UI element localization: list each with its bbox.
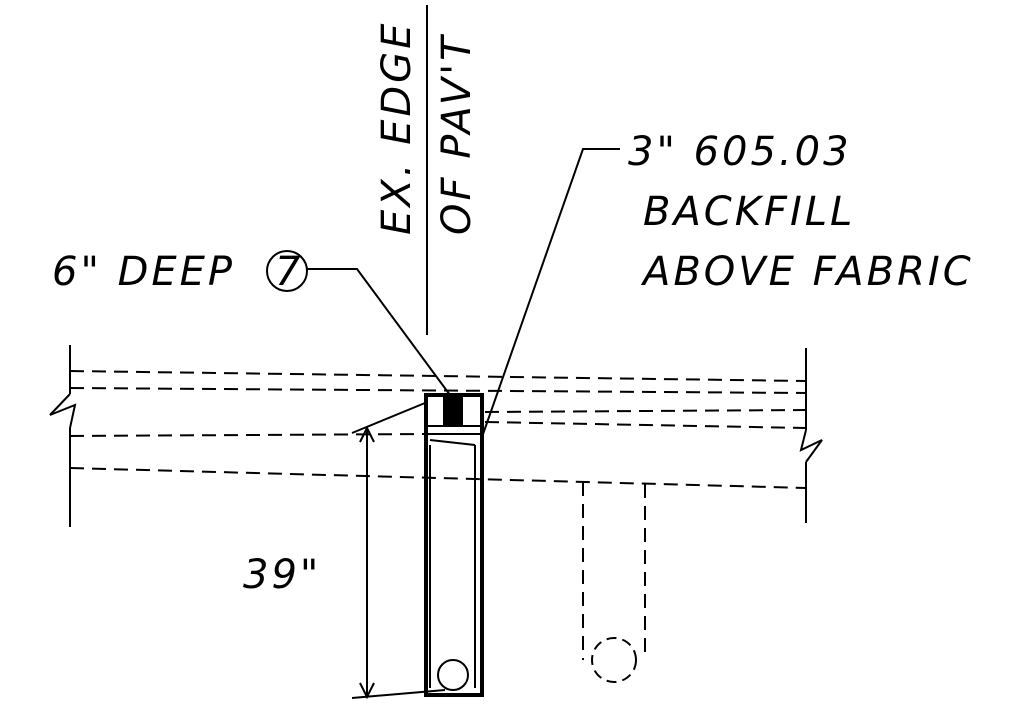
depth-label: 6" DEEP: [52, 249, 235, 295]
dimension-39: [351, 402, 446, 700]
existing-dashed-trench: [582, 482, 646, 683]
dimension-label: 39": [243, 552, 321, 598]
left-break-line: [49, 345, 77, 527]
edge-label-line1: EX. EDGE: [374, 21, 420, 235]
backfill-label-line1: 3" 605.03: [628, 129, 852, 175]
underdrain-trench: [424, 393, 484, 697]
backfill-label-line2: BACKFILL: [643, 189, 855, 235]
backfill-leader: [481, 148, 620, 438]
dashed-layer-lines: [69, 370, 807, 489]
callout-number: 7: [275, 249, 301, 295]
callout-circle: [266, 250, 308, 292]
backfill-cap: [450, 399, 455, 423]
underdrain-pipe: [437, 659, 469, 691]
right-break-line: [799, 348, 823, 523]
existing-pipe: [591, 637, 637, 683]
backfill-label-line3: ABOVE FABRIC: [640, 249, 974, 295]
callout-leader: [307, 268, 451, 396]
edge-label-line2: OF PAV'T: [434, 33, 480, 235]
fabric-backfill-block: [443, 396, 463, 426]
